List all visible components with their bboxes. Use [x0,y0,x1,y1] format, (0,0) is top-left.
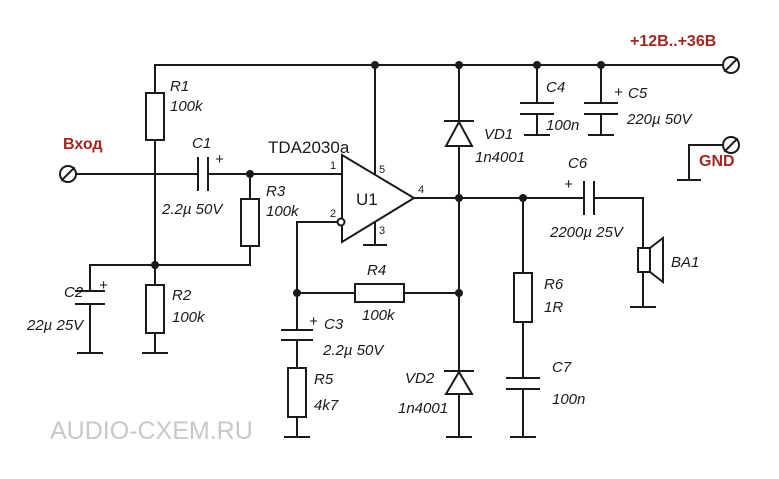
resistor-r4[interactable] [354,283,405,303]
junctions [151,61,605,297]
input-label: Вход [63,136,103,153]
vd2-value: 1n4001 [398,400,448,417]
vd1-ref: VD1 [484,126,513,143]
resistor-r5[interactable] [287,367,307,418]
r4-value: 100k [362,307,396,324]
c6-ref: C6 [568,155,588,172]
wires [75,64,724,438]
r3-value: 100k [266,203,300,220]
supply-terminal[interactable] [722,56,740,74]
resistor-r3[interactable] [240,198,260,247]
c6-polarity: + [564,176,573,193]
c1-value: 2.2µ 50V [161,201,224,218]
capacitor-c2[interactable] [75,290,105,305]
c2-value: 22µ 25V [26,317,85,334]
ic-part-label: TDA2030a [268,138,350,157]
vd1-value: 1n4001 [475,149,525,166]
ic-u1[interactable] [336,153,416,244]
junction-dot [455,61,463,69]
r5-value: 4k7 [314,397,339,414]
c5-ref: C5 [628,85,648,102]
c1-ref: C1 [192,135,211,152]
capacitor-c7[interactable] [506,377,540,390]
r2-value: 100k [172,309,206,326]
pin-3-label: 3 [379,225,385,237]
c5-value: 220µ 50V [626,111,694,128]
r3-ref: R3 [266,183,286,200]
r2-ref: R2 [172,287,192,304]
capacitor-c5[interactable] [584,102,618,115]
junction-dot [519,194,527,202]
junction-dot [293,289,301,297]
resistor-r6[interactable] [513,272,533,323]
r6-ref: R6 [544,276,564,293]
c3-ref: C3 [324,316,344,333]
c5-polarity: + [614,84,623,101]
input-terminal[interactable] [59,165,77,183]
pin-5-label: 5 [379,164,385,176]
diode-vd2[interactable] [444,370,474,395]
capacitor-c3[interactable] [281,329,313,341]
c7-ref: C7 [552,359,572,376]
junction-dot [455,194,463,202]
c2-polarity: + [99,277,108,294]
r6-value: 1R [544,299,563,316]
c2-ref: C2 [64,284,84,301]
c6-value: 2200µ 25V [549,224,625,241]
junction-dot [533,61,541,69]
ground-terminal[interactable] [722,136,740,154]
junction-dot [371,61,379,69]
resistor-r1[interactable] [145,92,165,141]
ic-ref-label: U1 [356,190,378,209]
watermark: AUDIO-CXEM.RU [50,417,253,445]
vd2-ref: VD2 [405,370,435,387]
r1-ref: R1 [170,78,189,95]
c3-polarity: + [309,313,318,330]
diode-vd1[interactable] [444,119,474,147]
pin-4-label: 4 [418,184,424,196]
capacitor-c1[interactable] [197,157,209,191]
resistor-r2[interactable] [145,284,165,334]
c4-ref: C4 [546,79,565,96]
c3-value: 2.2µ 50V [322,342,385,359]
c4-value: 100n [546,117,579,134]
junction-dot [455,289,463,297]
pin-1-label: 1 [330,160,336,172]
ba1-ref: BA1 [671,254,699,271]
pin-2-label: 2 [330,208,336,220]
r5-ref: R5 [314,371,334,388]
capacitor-c4[interactable] [520,102,554,115]
c1-polarity: + [215,151,224,168]
c7-value: 100n [552,391,585,408]
r1-value: 100k [170,98,204,115]
ground-label: GND [699,153,735,170]
junction-dot [151,261,159,269]
speaker-ba1[interactable] [637,235,664,285]
supply-voltage-label: +12В..+36В [630,33,716,50]
capacitor-c6[interactable] [583,181,595,215]
junction-dot [597,61,605,69]
r4-ref: R4 [367,262,386,279]
junction-dot [246,170,254,178]
